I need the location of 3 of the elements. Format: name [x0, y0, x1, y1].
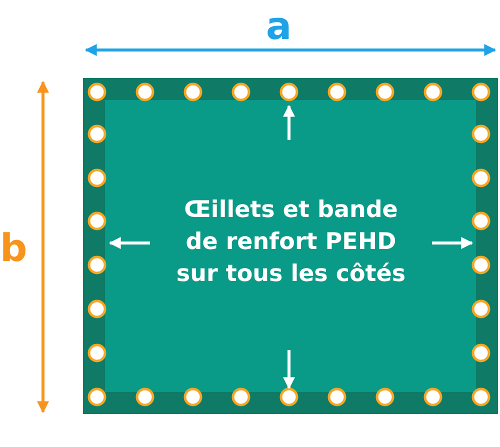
caption-text: Œillets et bande de renfort PEHD sur tous les côtés	[175, 196, 407, 289]
dimension-label: b	[0, 226, 28, 270]
dimension-label: a	[266, 4, 292, 48]
